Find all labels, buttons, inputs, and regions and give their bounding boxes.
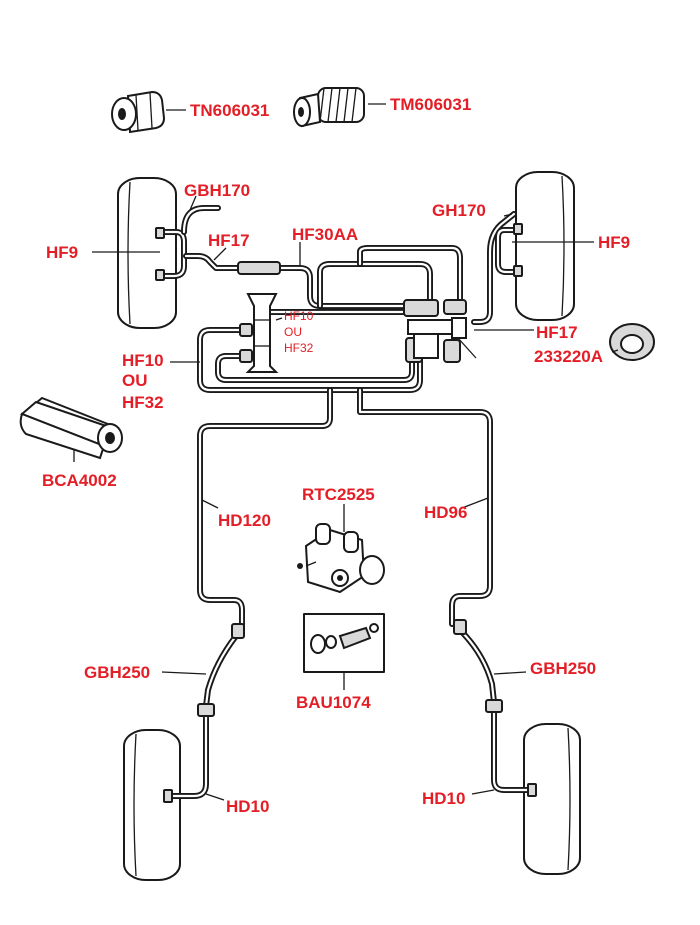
wheel-rear-left <box>123 729 181 881</box>
tn606031-nut-icon <box>111 90 166 134</box>
label-hf10-small: HF10 <box>284 309 314 323</box>
wheel-front-left <box>117 177 177 329</box>
233220a-seal-icon <box>609 323 655 361</box>
part-labels: TN606031 TM606031 GBH170 GH170 HF9 HF9 H… <box>42 95 630 816</box>
pipe-network <box>159 205 533 799</box>
wheel-front-right <box>515 171 575 321</box>
label-ou-small: OU <box>284 325 302 339</box>
label-hf32-left: HF32 <box>122 393 164 412</box>
label-bca4002: BCA4002 <box>42 471 117 490</box>
label-hf10-left: HF10 <box>122 351 164 370</box>
label-hd10-left: HD10 <box>226 797 269 816</box>
label-gbh170: GBH170 <box>184 181 250 200</box>
label-gbh250-left: GBH250 <box>84 663 150 682</box>
label-gbh250-right: GBH250 <box>530 659 596 678</box>
label-hd10-right: HD10 <box>422 789 465 808</box>
label-rtc2525: RTC2525 <box>302 485 375 504</box>
label-hf17-left: HF17 <box>208 231 250 250</box>
bau1074-kit-icon <box>303 613 385 673</box>
fittings <box>155 223 537 803</box>
label-ou-left: OU <box>122 371 148 390</box>
label-bau1074: BAU1074 <box>296 693 371 712</box>
label-tn606031: TN606031 <box>190 101 269 120</box>
tm606031-fitting-icon <box>293 87 365 128</box>
label-tm606031: TM606031 <box>390 95 471 114</box>
label-hf17-right: HF17 <box>536 323 578 342</box>
label-gh170: GH170 <box>432 201 486 220</box>
label-hf9-right: HF9 <box>598 233 630 252</box>
label-hf30aa: HF30AA <box>292 225 358 244</box>
leader-lines <box>73 103 619 801</box>
label-hf32-small: HF32 <box>284 341 314 355</box>
bca4002-connector-icon <box>19 396 123 460</box>
label-hf9-left: HF9 <box>46 243 78 262</box>
distribution-tee <box>407 317 477 359</box>
label-hd120: HD120 <box>218 511 271 530</box>
wheel-rear-right <box>523 723 581 875</box>
label-233220a: 233220A <box>534 347 603 366</box>
label-hd96: HD96 <box>424 503 467 522</box>
rtc2525-valve-icon <box>297 523 385 594</box>
master-cylinder <box>239 293 279 373</box>
